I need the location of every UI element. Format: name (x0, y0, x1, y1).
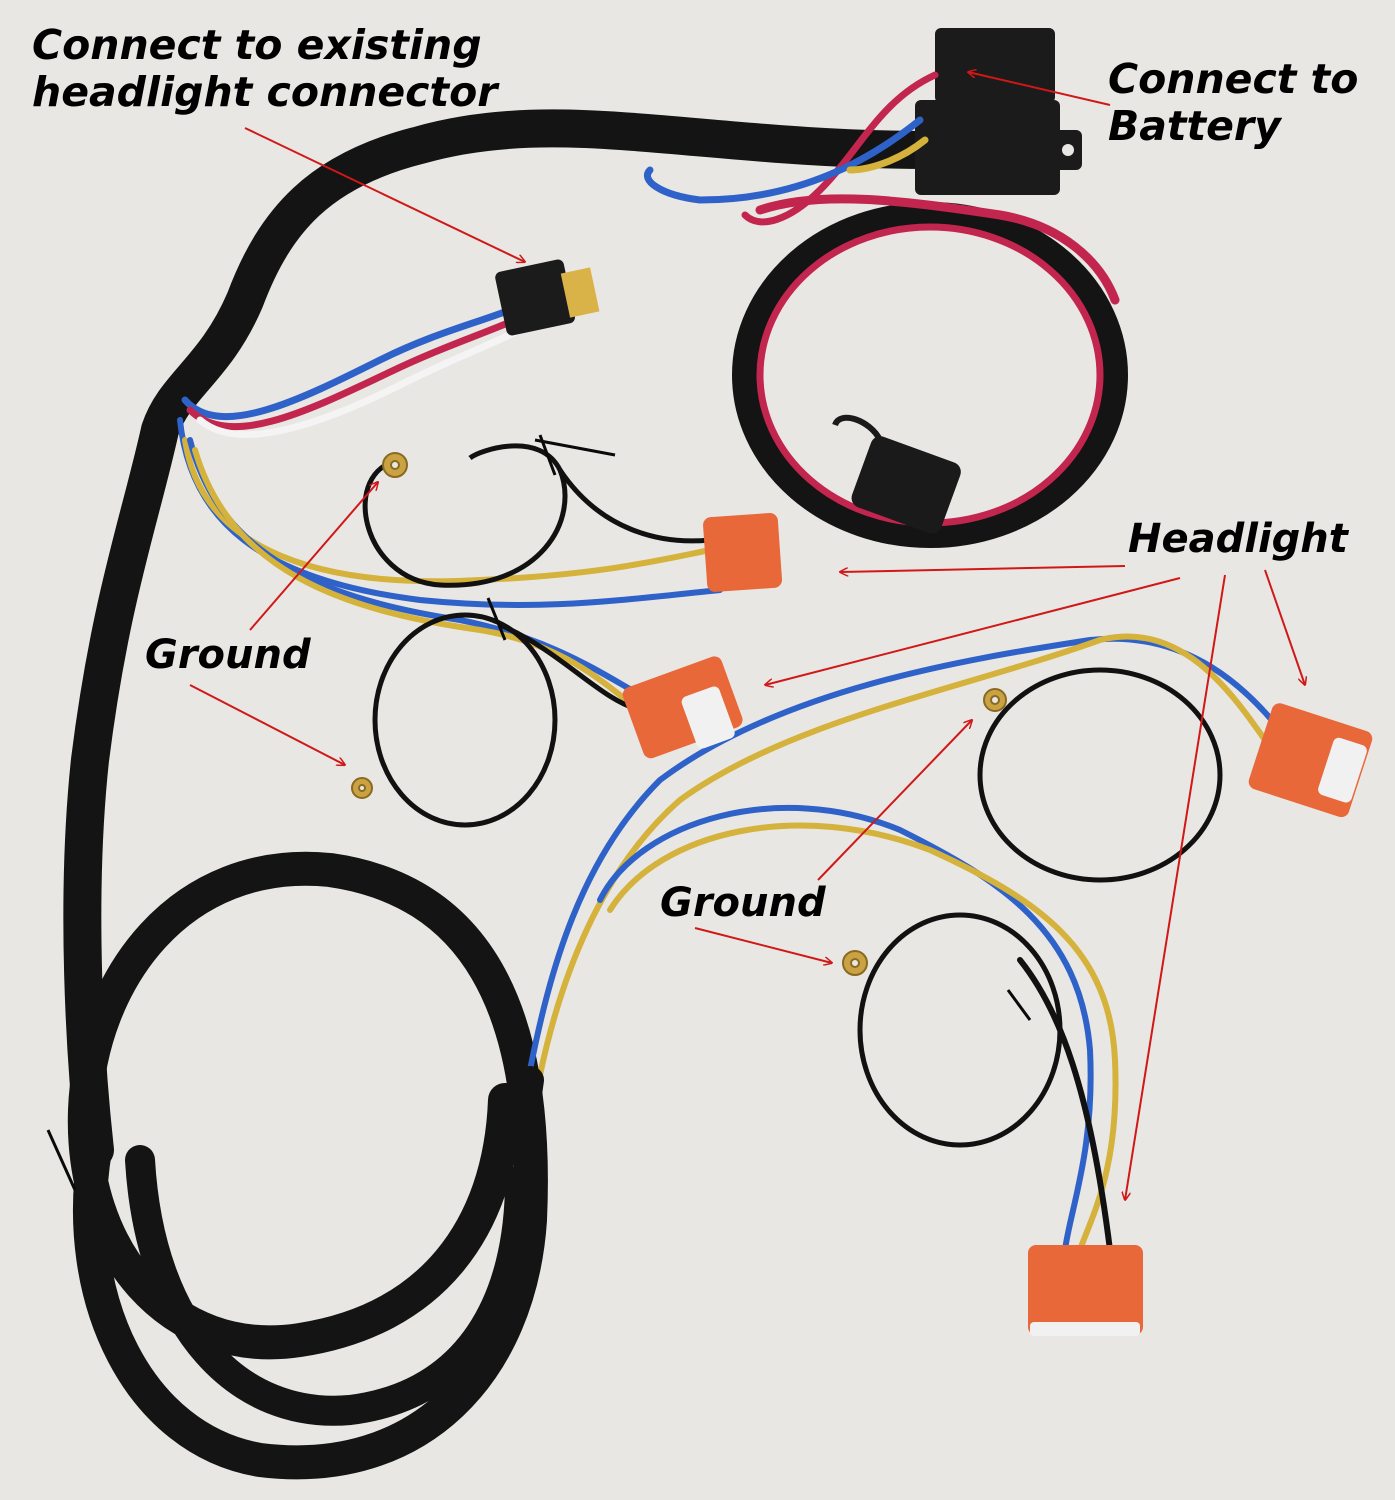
headlight-connector-3 (1248, 703, 1373, 818)
right-branch-wires (527, 633, 1283, 1253)
arrow-ground-4 (694, 927, 832, 963)
arrow-ground-1 (249, 482, 378, 631)
headlight-connectors (622, 512, 1373, 1336)
source-connector-branch (181, 306, 524, 438)
arrow-existing-connector (244, 127, 525, 262)
arrow-headlight-3 (1264, 569, 1305, 685)
label-connect-existing-headlight: Connect to existing headlight connector (32, 21, 498, 117)
headlight-connector-1 (703, 512, 783, 592)
headlight-connector-2 (622, 656, 743, 759)
relay-wires (644, 71, 939, 226)
ring-terminals (351, 452, 1007, 976)
relay-block (915, 28, 1082, 195)
arrow-ground-3 (817, 720, 972, 881)
label-headlight: Headlight (1128, 516, 1348, 562)
ground-loops (362, 443, 1223, 1148)
inline-fuse-holder (832, 414, 961, 534)
label-connect-existing-line1: Connect to existing (32, 21, 482, 69)
label-connect-existing-line2: headlight connector (32, 68, 498, 117)
arrow-ground-2 (189, 684, 345, 765)
lower-left-sheath-segment (506, 1066, 544, 1164)
label-connect-battery: Connect to Battery (1108, 55, 1359, 151)
annotation-arrows (189, 72, 1305, 1200)
label-ground-right: Ground (660, 880, 826, 926)
upper-branch-wires (177, 417, 723, 713)
label-connect-battery-line1: Connect to (1108, 55, 1359, 103)
label-connect-battery-line2: Battery (1108, 102, 1281, 151)
headlight-connector-4 (1028, 1245, 1143, 1336)
arrow-headlight-2 (765, 577, 1181, 685)
h4-plug-connector (495, 259, 600, 336)
main-harness-sheath (63, 109, 949, 1480)
arrow-headlight-4 (1125, 574, 1226, 1200)
arrow-headlight-1 (840, 565, 1126, 572)
label-ground-left: Ground (145, 632, 311, 678)
zip-ties (46, 434, 1032, 1191)
arrow-battery (968, 72, 1111, 106)
